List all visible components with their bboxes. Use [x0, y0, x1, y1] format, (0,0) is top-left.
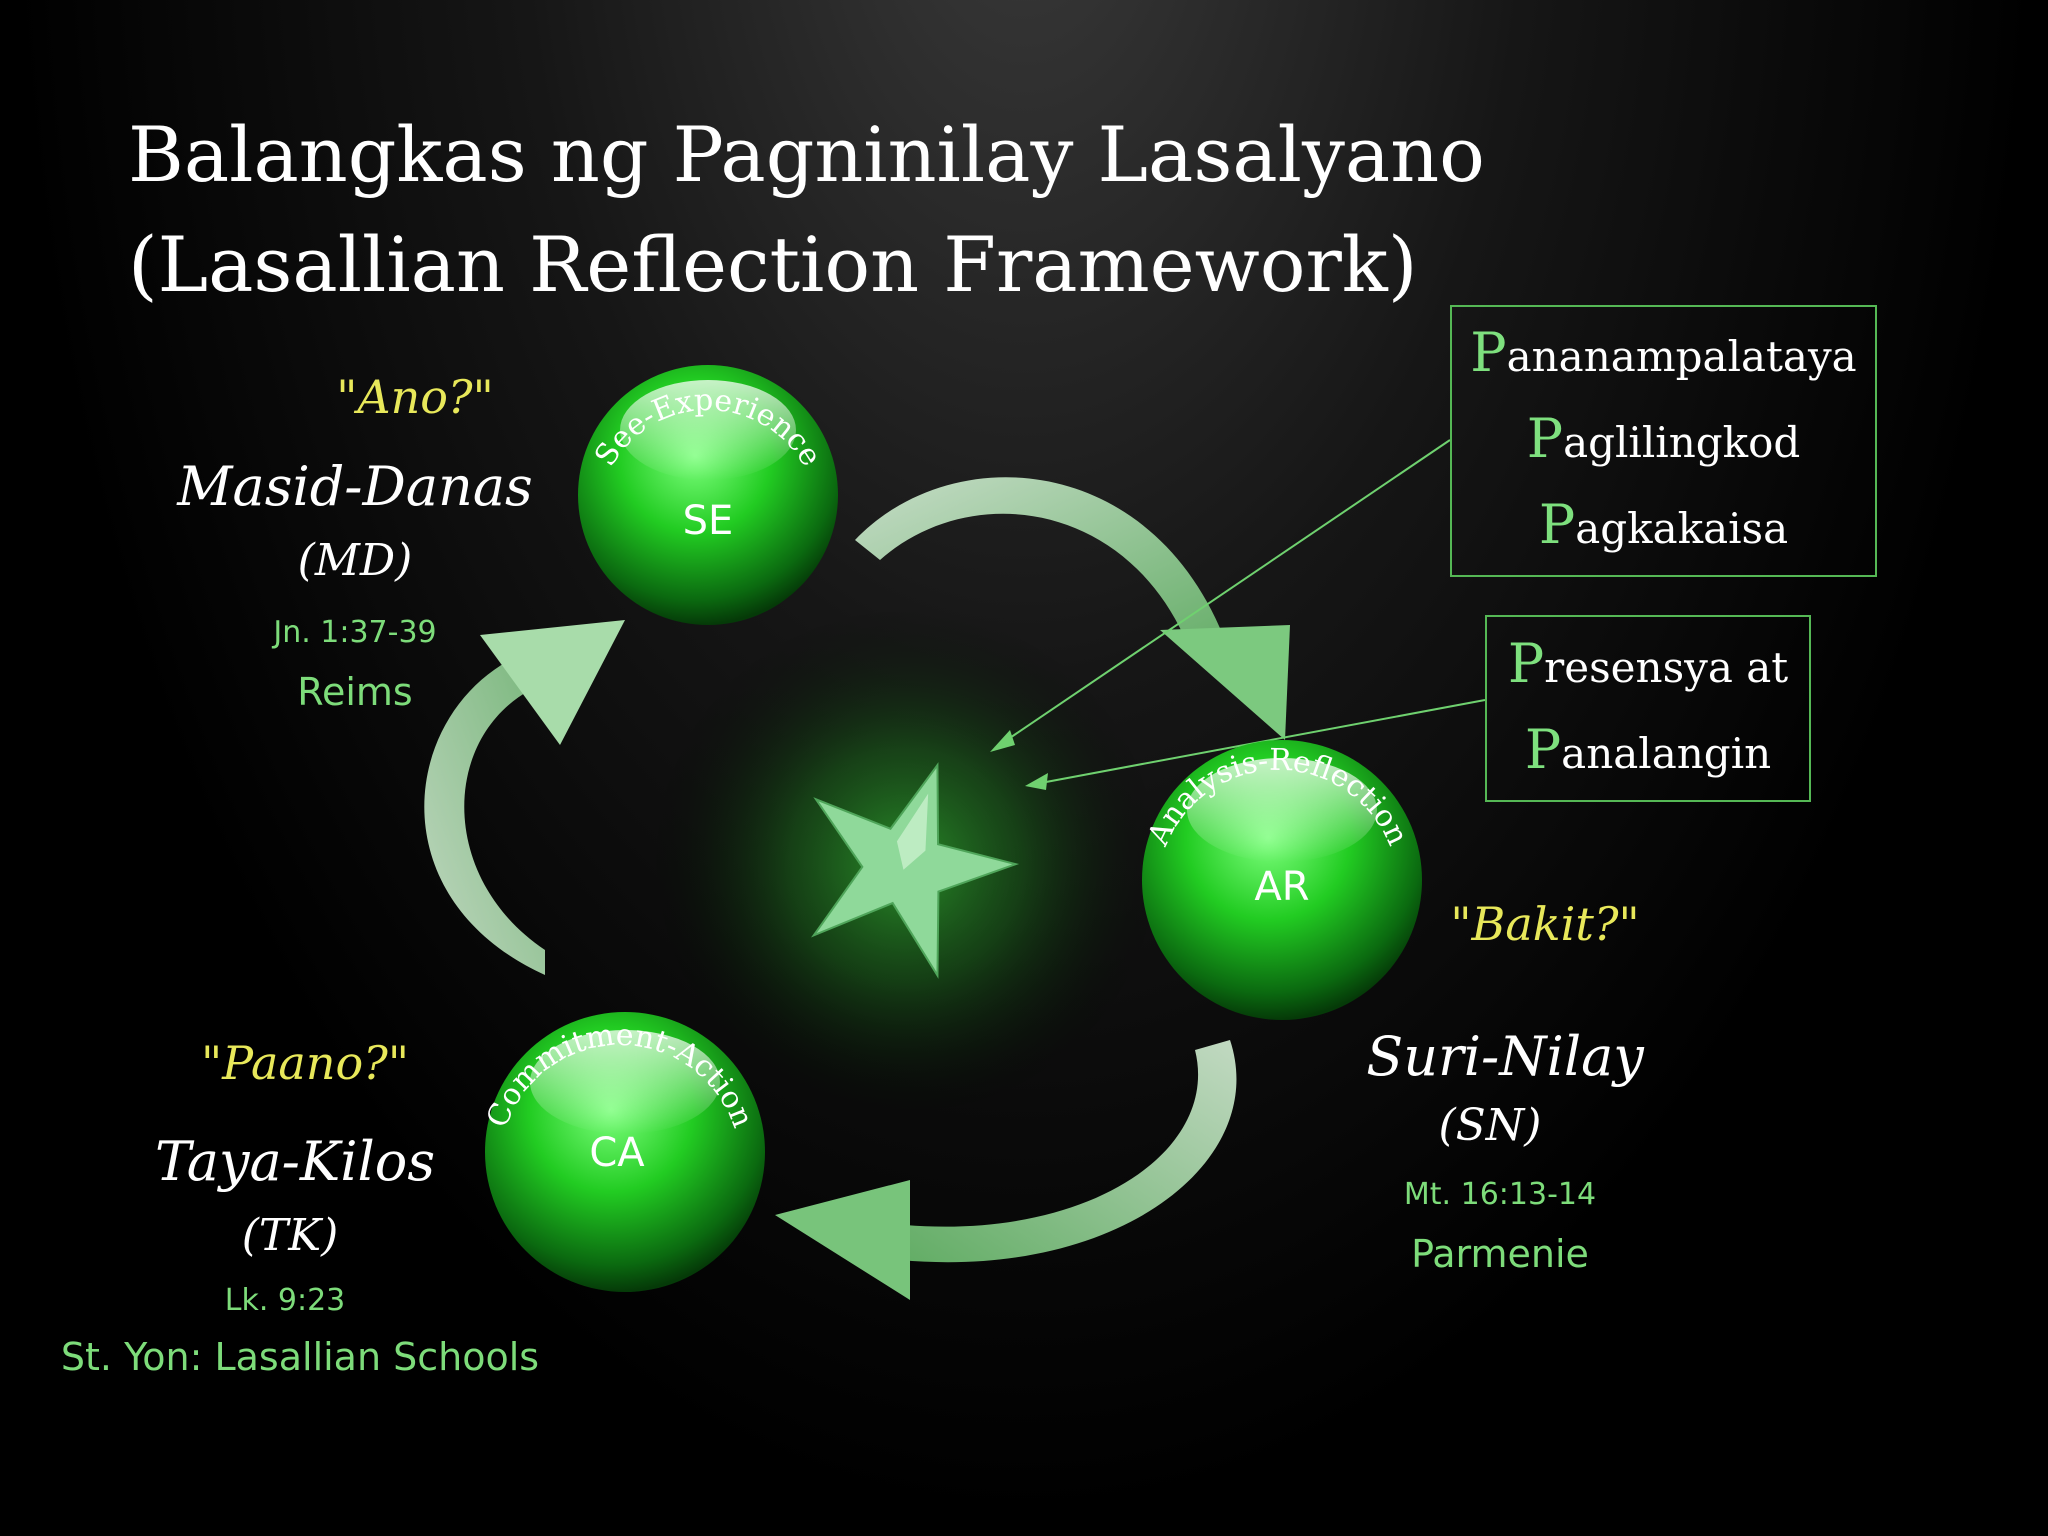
se-stage-name: Masid-Danas [177, 455, 533, 518]
star-icon [811, 762, 1020, 979]
ar-verse: Mt. 16:13-14 [1403, 1177, 1597, 1212]
page-title: Balangkas ng Pagninilay Lasalyano (Lasal… [128, 100, 1628, 320]
se-place: Reims [297, 670, 413, 714]
orb-ar-abbr: AR [1254, 864, 1310, 910]
ca-stage-abbr: (TK) [241, 1210, 339, 1261]
presence-line-1: Presensya at [1507, 631, 1789, 695]
ar-stage-abbr: (SN) [1438, 1100, 1542, 1151]
arrow-ar-to-ca [775, 1040, 1237, 1300]
values-box: Pananampalataya Paglilingkod Pagkakaisa [1450, 305, 1877, 577]
ca-stage-name: Taya-Kilos [154, 1130, 436, 1193]
ar-question: "Bakit?" [1450, 897, 1640, 951]
values-line-1: Pananampalataya [1470, 321, 1857, 384]
values-line-3: Pagkakaisa [1538, 493, 1789, 556]
se-question: "Ano?" [336, 370, 494, 424]
presence-line-2: Panalangin [1524, 717, 1772, 781]
arrow-se-to-ar [855, 477, 1290, 740]
orb-ca-abbr: CA [589, 1130, 645, 1176]
title-line-1: Balangkas ng Pagninilay Lasalyano [128, 110, 1485, 199]
se-verse: Jn. 1:37-39 [273, 615, 437, 650]
arrow-ca-to-se [424, 620, 625, 975]
ar-stage-name: Suri-Nilay [1366, 1025, 1644, 1088]
orb-ar [1142, 740, 1422, 1020]
orb-se-abbr: SE [682, 498, 734, 544]
orb-se [578, 365, 838, 625]
ca-verse: Lk. 9:23 [224, 1283, 346, 1318]
ca-place: St. Yon: Lasallian Schools [60, 1335, 540, 1379]
title-line-2: (Lasallian Reflection Framework) [128, 220, 1418, 309]
orb-ca [485, 1012, 765, 1292]
ca-question: "Paano?" [200, 1036, 410, 1090]
presence-prayer-box: Presensya at Panalangin [1485, 615, 1811, 802]
connector-box1 [994, 439, 1451, 749]
values-line-2: Paglilingkod [1526, 407, 1801, 470]
ar-place: Parmenie [1411, 1232, 1589, 1276]
se-stage-abbr: (MD) [297, 535, 413, 586]
